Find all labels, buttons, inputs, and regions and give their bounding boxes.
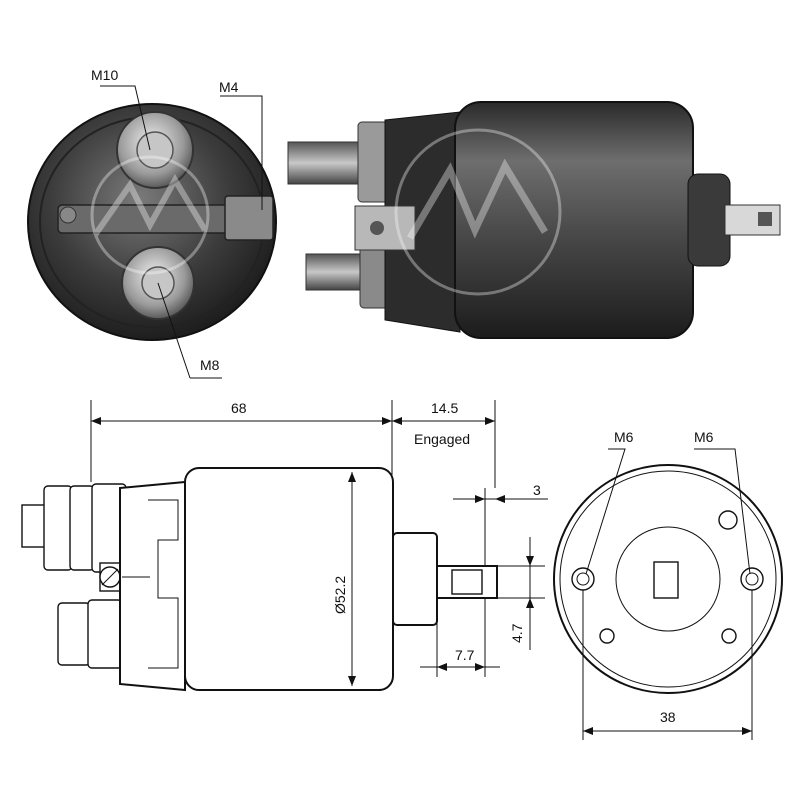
solenoid-body-photo <box>454 101 694 339</box>
m10-bolt-photo <box>287 141 369 185</box>
m4-terminal-photo <box>224 195 274 241</box>
front-center-slot <box>653 561 679 599</box>
end-view-photo: M10 M4 M8 <box>27 67 277 379</box>
solenoid-body-drawing <box>184 467 394 691</box>
mount-hole-right <box>740 567 764 591</box>
callout-m6-left: M6 <box>614 429 634 445</box>
callout-m8: M8 <box>200 357 220 373</box>
callout-m6-right: M6 <box>694 429 714 445</box>
side-view-drawing: 68 14.5 Engaged Ø52.2 <box>21 400 548 692</box>
front-inner-boss <box>615 526 721 632</box>
dim-tab-width: 4.7 <box>509 623 525 643</box>
plunger-boss-photo <box>687 173 731 267</box>
m4-terminal-side-photo <box>354 205 416 251</box>
dim-body-diameter: Ø52.2 <box>332 576 348 614</box>
front-view-drawing: M6 M6 38 <box>553 429 783 740</box>
label-engaged: Engaged <box>414 431 470 447</box>
callout-m10: M10 <box>91 67 118 83</box>
mount-hole-left <box>571 567 595 591</box>
watermark-logo-side <box>394 128 562 296</box>
m8-nut-drawing <box>57 602 91 666</box>
callout-m4: M4 <box>219 79 239 95</box>
side-view-photo <box>287 101 781 339</box>
dim-plunger-travel: 14.5 <box>431 400 458 416</box>
dim-mount-spacing: 38 <box>660 709 676 725</box>
dim-body-length: 68 <box>231 400 247 416</box>
dim-tab-length: 7.7 <box>455 647 475 663</box>
plunger-boss-drawing <box>392 532 438 626</box>
dim-tab-thickness: 3 <box>533 482 541 498</box>
watermark-logo <box>90 155 210 275</box>
